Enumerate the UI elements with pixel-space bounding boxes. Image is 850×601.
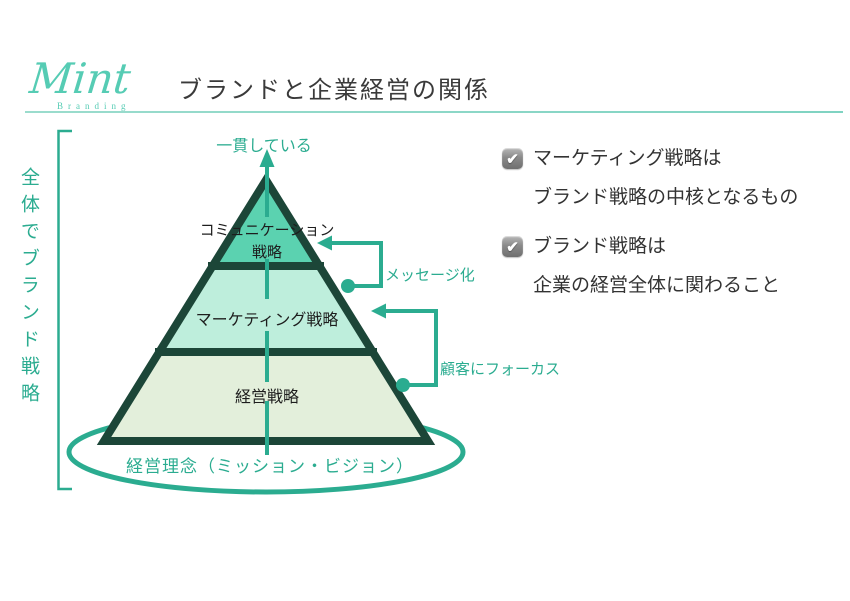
page-title: ブランドと企業経営の関係: [178, 77, 490, 104]
pyramid-layer-management: [104, 352, 428, 441]
communication-layer-label-line2: 戦略: [251, 244, 283, 261]
pyramid-layer-communication: [212, 180, 320, 266]
customer-focus-annotation-arrow-icon: [371, 303, 386, 319]
checklist-item-brand-line1: ブランド戦略は: [533, 236, 667, 257]
communication-layer-label-line1: コミュニケーション: [199, 222, 335, 239]
philosophy-caption: 経営理念（ミッション・ビジョン）: [126, 457, 414, 476]
checklist-item-brand-line2: 企業の経営全体に関わること: [533, 275, 781, 296]
mint-logo-subtext: Branding: [57, 101, 131, 111]
management-layer-label: 経営戦略: [234, 389, 300, 406]
consistency-caption: 一貫している: [216, 138, 312, 155]
checklist-item-brand: ✔ ブランド戦略は 企業の経営全体に関わること: [502, 235, 780, 297]
customer-focus-annotation-label: 顧客にフォーカス: [440, 361, 561, 378]
checklist-item-marketing-line1: マーケティング戦略は: [533, 148, 722, 169]
checklist-item-marketing: ✔ マーケティング戦略は ブランド戦略の中核となるもの: [502, 147, 798, 209]
message-annotation-connector: [324, 241, 383, 288]
marketing-layer-label: マーケティング戦略: [195, 312, 339, 329]
pyramid-layer-marketing: [159, 266, 373, 352]
brand-scope-vertical-label: 全体でブランド戦略: [18, 167, 39, 410]
message-annotation-arrow-icon: [317, 235, 332, 251]
message-annotation-label: メッセージ化: [385, 267, 475, 284]
checklist-item-marketing-line2: ブランド戦略の中核となるもの: [533, 187, 799, 208]
left-bracket: [57, 129, 72, 491]
consistency-arrow-head-icon: [259, 149, 275, 167]
customer-focus-annotation-connector: [378, 309, 438, 387]
checked-checkbox-icon: ✔: [502, 236, 523, 257]
checked-checkbox-icon: ✔: [502, 148, 523, 169]
header-divider-line: [25, 111, 843, 113]
